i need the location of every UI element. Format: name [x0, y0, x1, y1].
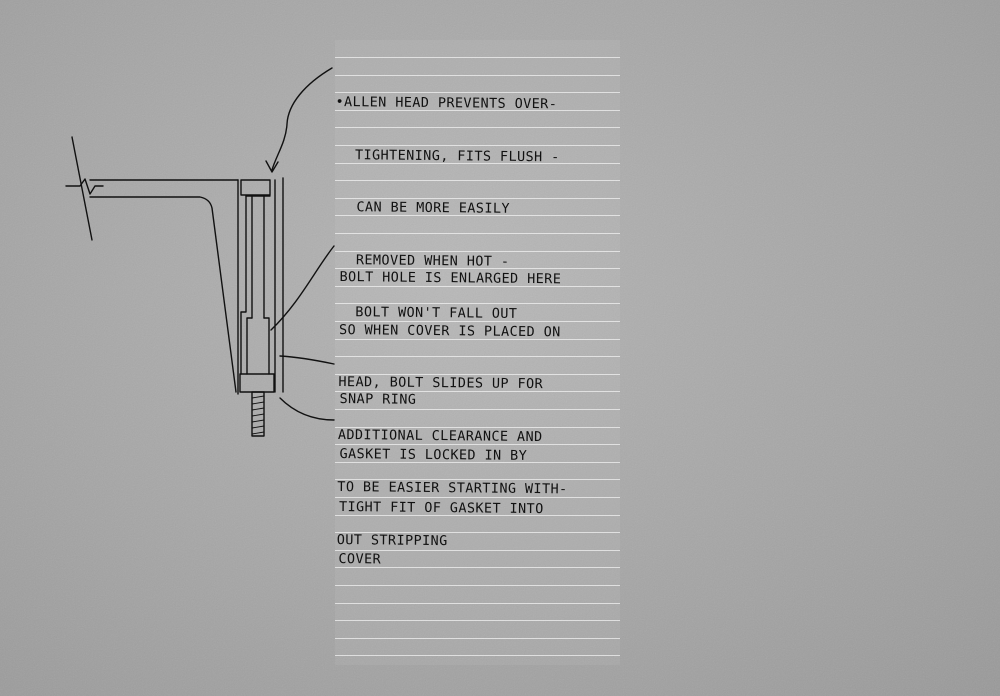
- leader-allen-head: [271, 67, 333, 171]
- rule-line: [335, 286, 620, 287]
- note-line: SO WHEN COVER IS PLACED ON: [338, 321, 561, 340]
- rule-line: [335, 198, 620, 199]
- note-line: TIGHT FIT OF GASKET INTO: [338, 498, 544, 517]
- leader-allen-head-arrow: [265, 160, 279, 173]
- leader-gasket: [279, 397, 335, 421]
- note-line: CAN BE MORE EASILY: [356, 199, 511, 217]
- rule-line: [335, 268, 620, 269]
- rule-line: [335, 444, 620, 445]
- note-line: •ALLEN HEAD PREVENTS OVER-: [335, 93, 558, 113]
- note-line: COVER: [338, 550, 382, 568]
- rule-line: [335, 251, 620, 252]
- note-line: TIGHTENING, FITS FLUSH -: [354, 146, 560, 165]
- rule-line: [335, 339, 620, 340]
- note-line: BOLT HOLE IS ENLARGED HERE: [339, 268, 562, 288]
- snap-ring: [239, 373, 275, 393]
- rule-line: [335, 603, 620, 604]
- rule-line: [335, 163, 620, 164]
- rule-line: [335, 110, 620, 111]
- rule-line: [335, 462, 620, 463]
- cover-flange: [89, 179, 239, 393]
- break-line: [65, 136, 104, 241]
- rule-line: [335, 127, 620, 128]
- rule-line: [335, 479, 620, 480]
- rule-line: [335, 303, 620, 304]
- rule-line: [335, 567, 620, 568]
- rule-line: [335, 515, 620, 516]
- rule-line: [335, 391, 620, 392]
- rule-line: [335, 356, 620, 357]
- rule-line: [335, 550, 620, 551]
- rule-line: [335, 180, 620, 181]
- note-line: GASKET IS LOCKED IN BY: [339, 445, 528, 464]
- rule-line: [335, 145, 620, 146]
- cover-wall-outer: [240, 195, 247, 375]
- rule-line: [335, 215, 620, 216]
- rule-line: [335, 321, 620, 322]
- head-face: [274, 177, 284, 393]
- rule-line: [335, 532, 620, 533]
- rule-line: [335, 374, 620, 375]
- allen-head-bolt: [240, 179, 271, 196]
- enlarged-bore: [246, 317, 270, 375]
- thread-marks: [251, 395, 265, 435]
- rule-line: [335, 655, 620, 656]
- rule-line: [335, 409, 620, 410]
- note-line: SNAP RING: [339, 390, 417, 408]
- rule-line: [335, 233, 620, 234]
- leader-snap-ring: [279, 355, 335, 365]
- bolt-hole: [245, 195, 271, 319]
- rule-line: [335, 92, 620, 93]
- note-gasket: GASKET IS LOCKED IN BY TIGHT FIT OF GASK…: [338, 411, 545, 606]
- rule-line: [335, 427, 620, 428]
- rule-line: [335, 497, 620, 498]
- leader-bolt-hole: [270, 245, 335, 331]
- rule-line: [335, 57, 620, 58]
- ruled-note-panel: [335, 40, 620, 665]
- rule-line: [335, 75, 620, 76]
- rule-line: [335, 638, 620, 639]
- rule-line: [335, 585, 620, 586]
- rule-line: [335, 620, 620, 621]
